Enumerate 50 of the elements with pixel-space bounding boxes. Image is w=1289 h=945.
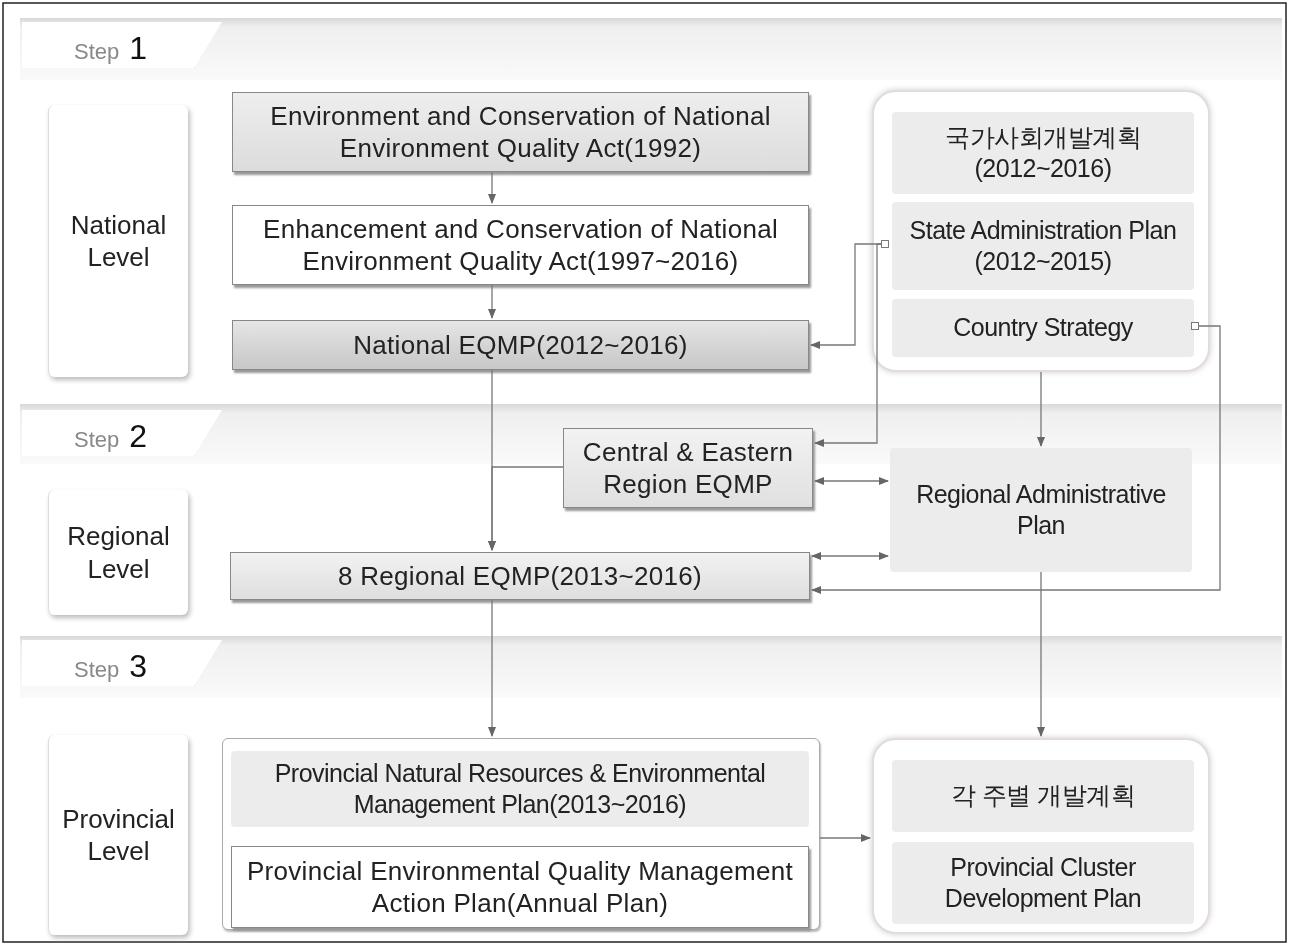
box-label: Environment and Conservation of National Environment Quality Act(1992): [269, 99, 772, 165]
arrow: [814, 477, 889, 485]
process-box: [232, 320, 809, 370]
step-tab: [22, 640, 222, 686]
group-panel: [872, 90, 1210, 372]
box-label: 국가사회개발계획 (2012~2016): [944, 121, 1142, 184]
step-label: Step: [74, 656, 120, 684]
box-label: Central & Eastern Region EQMP: [581, 435, 795, 501]
box-label: Provincial Environmental Quality Management Action Plan(Annual Plan): [245, 854, 795, 920]
box-label: National EQMP(2012~2016): [352, 328, 689, 362]
arrow: [1037, 571, 1045, 737]
plan-box: [892, 299, 1194, 357]
step-label: Step: [74, 426, 120, 454]
box-label: Provincial Natural Resources & Environmental Management Plan(2013~2016): [273, 757, 767, 820]
box-label: Provincial Cluster Development Plan: [943, 851, 1143, 914]
step-number: 1: [129, 29, 148, 68]
step-number: 3: [129, 647, 148, 686]
step-number: 2: [129, 417, 148, 456]
process-box: [563, 428, 813, 508]
group-panel: [222, 738, 820, 930]
step-tab: [22, 22, 222, 68]
plan-box: [890, 448, 1192, 572]
box-label: 각 주별 개발계획: [949, 780, 1137, 812]
box-label: 8 Regional EQMP(2013~2016): [336, 559, 704, 593]
step-tab: [22, 410, 222, 456]
arrow: [488, 171, 496, 204]
arrow: [814, 240, 889, 447]
arrow: [488, 284, 496, 319]
arrow: [488, 599, 496, 737]
level-card: [48, 490, 188, 615]
arrow: [811, 322, 1221, 594]
box-label: State Administration Plan (2012~2015): [908, 214, 1178, 277]
box-label: Country Strategy: [952, 312, 1134, 344]
arrow: [811, 552, 889, 560]
group-panel: [872, 738, 1210, 934]
level-card: [48, 105, 188, 377]
box-label: Enhancement and Conservation of National Environment Quality Act(1997~2016): [262, 212, 779, 278]
arrow: [819, 834, 871, 842]
process-box: [231, 846, 809, 928]
step-label: Step: [74, 38, 120, 66]
level-card: [48, 735, 188, 935]
process-box: [232, 92, 809, 172]
box-label: Provincial Level: [61, 802, 176, 868]
box-label: National Level: [69, 208, 168, 274]
process-box: [232, 205, 809, 285]
process-box: [230, 552, 810, 600]
box-label: Regional Level: [66, 520, 171, 585]
arrow: [488, 466, 564, 551]
box-label: Regional Administrative Plan: [915, 478, 1167, 541]
arrow: [1037, 371, 1045, 447]
